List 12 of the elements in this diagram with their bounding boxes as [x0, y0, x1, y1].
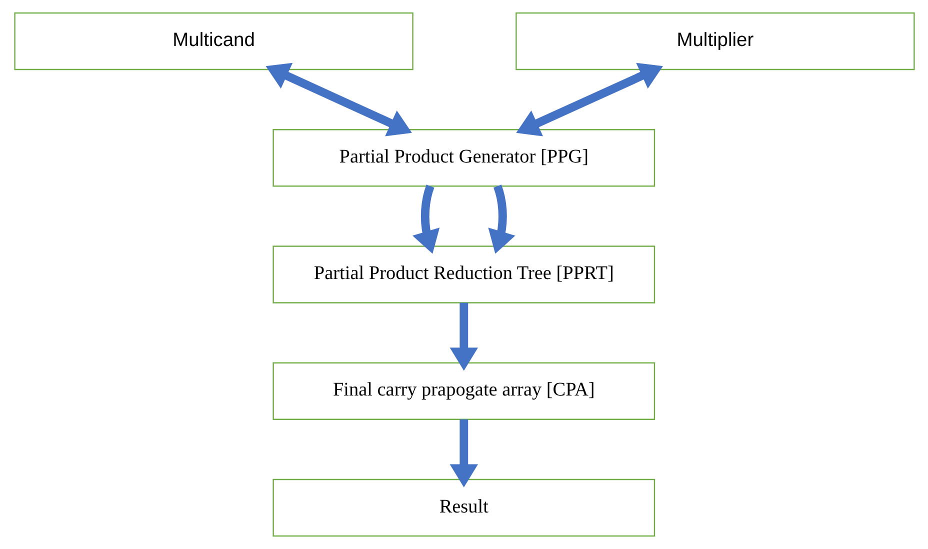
node-box: Partial Product Reduction Tree [PPRT] — [272, 246, 655, 304]
node-box: Multiplier — [515, 12, 914, 70]
arrow — [449, 302, 478, 371]
arrow — [516, 62, 662, 136]
node-box: Final carry prapogate array [CPA] — [272, 362, 655, 420]
arrow — [449, 419, 478, 488]
arrow — [488, 184, 515, 254]
node-box: Result — [272, 478, 655, 537]
arrow — [412, 184, 440, 254]
node-box: Partial Product Generator [PPG] — [272, 129, 655, 187]
node-box: Multicand — [14, 12, 413, 70]
arrow — [265, 62, 412, 136]
